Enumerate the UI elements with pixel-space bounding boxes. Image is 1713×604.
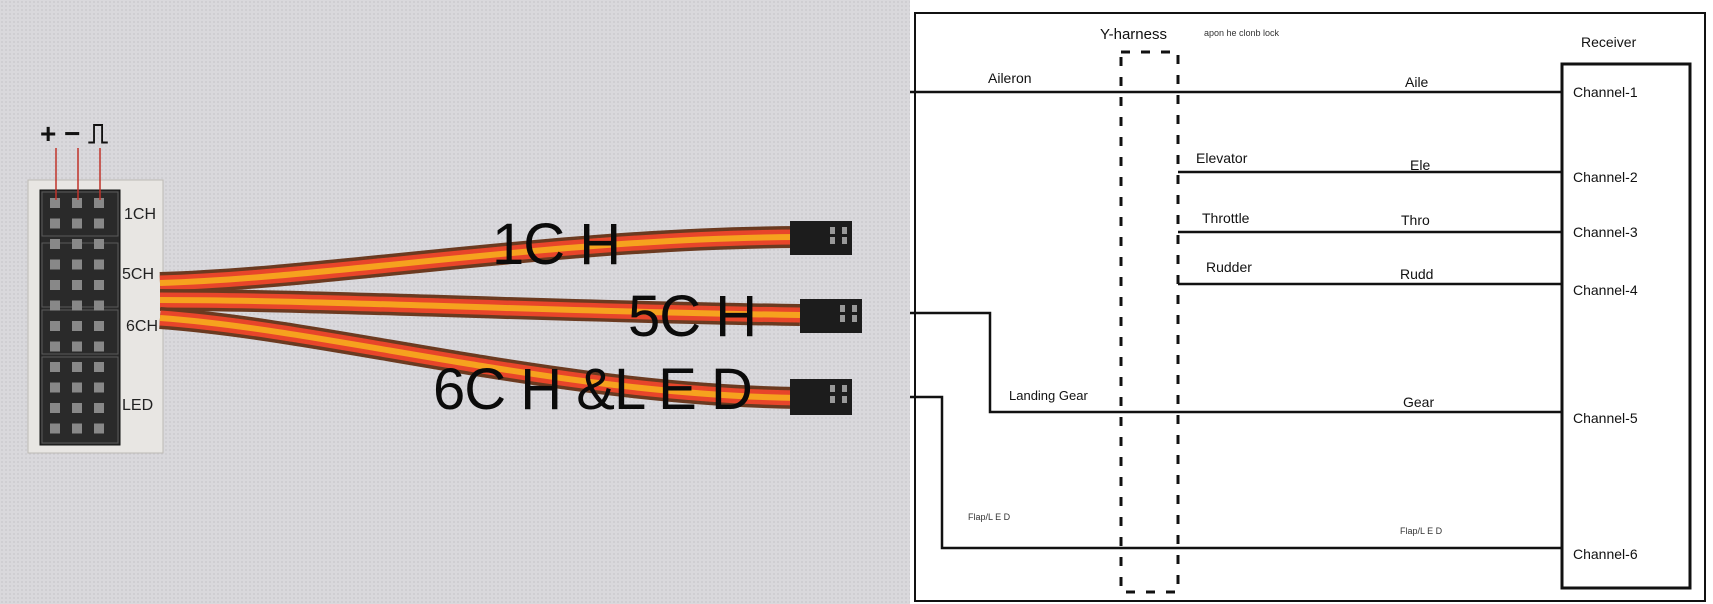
header-pin [72, 423, 82, 434]
header-pin [94, 239, 104, 249]
label-throttle: Throttle [1202, 210, 1250, 226]
harness-title: Y-harness [1100, 26, 1167, 43]
header-pin [94, 280, 104, 290]
pin-label-6ch: 6CH [126, 318, 159, 335]
label-flap-led-left: Flap/L E D [968, 512, 1011, 522]
header-pin [72, 382, 82, 393]
label-aileron: Aileron [988, 70, 1032, 86]
receiver-channel-6: Channel-6 [1573, 546, 1638, 562]
header-pin [94, 362, 104, 372]
label-rudder: Rudder [1206, 259, 1252, 275]
header-pin [50, 362, 60, 372]
wire-label-ele: Ele [1410, 157, 1431, 173]
header-pin [72, 403, 82, 413]
pin-label-5ch: 5CH [122, 266, 155, 283]
harness-note: apon he clonb lock [1204, 28, 1280, 38]
wire-label-rudd: Rudd [1400, 266, 1434, 282]
header-pin [50, 321, 60, 331]
y-harness-box [1119, 50, 1180, 594]
header-pin [72, 280, 82, 290]
wire-label-aile: Aile [1405, 74, 1429, 90]
header-pin [50, 423, 60, 434]
cable-5ch [159, 289, 801, 326]
diagram-lines [910, 12, 1706, 602]
header-pin [50, 403, 60, 413]
header-pin [72, 259, 82, 270]
polarity-leads [55, 148, 101, 200]
header-pins [50, 198, 104, 434]
receiver-box [1560, 62, 1692, 590]
header-pin [72, 239, 82, 249]
diagram-frame [914, 12, 1706, 602]
receiver-channel-5: Channel-5 [1573, 410, 1638, 426]
header-pin [72, 362, 82, 372]
header-pin [72, 341, 82, 352]
servo-connector-3 [790, 379, 852, 415]
header-pin [50, 198, 60, 208]
pin-label-led: LED [122, 397, 154, 414]
pin-header [39, 189, 121, 446]
cable-label-1ch: 1C H [492, 212, 621, 277]
header-pin [72, 218, 82, 229]
header-pin [50, 239, 60, 249]
header-pin [50, 280, 60, 290]
cable-6ch [159, 307, 801, 409]
header-pin [94, 403, 104, 413]
header-pin [72, 321, 82, 331]
header-pin [94, 300, 104, 311]
wiring-diagram: Y-harness apon he clonb lock Receiver Ai… [910, 0, 1713, 604]
header-pin [94, 423, 104, 434]
wire-channel-1 [910, 90, 1562, 94]
cable-1ch [159, 226, 801, 294]
header-pin [50, 259, 60, 270]
servo-connector-2 [800, 299, 862, 333]
header-pin [50, 341, 60, 352]
header-pin [94, 321, 104, 331]
header-pin [72, 300, 82, 311]
wire-label-gear: Gear [1403, 394, 1435, 410]
wire-label-thro: Thro [1401, 212, 1430, 228]
servo-connector-1 [790, 221, 852, 255]
receiver-channel-2: Channel-2 [1573, 169, 1638, 185]
receiver-channel-1: Channel-1 [1573, 84, 1638, 100]
polarity-symbols: + − ⎍ [40, 118, 108, 149]
photo-graphics [27, 148, 862, 454]
header-pin [94, 382, 104, 393]
header-pin [94, 198, 104, 208]
label-landing-gear: Landing Gear [1009, 388, 1088, 403]
wire-channel-6 [910, 395, 1562, 550]
header-pin [50, 300, 60, 311]
wire-label-flap-led: Flap/L E D [1400, 526, 1443, 536]
receiver-channel-3: Channel-3 [1573, 224, 1638, 240]
receiver-title: Receiver [1581, 34, 1637, 50]
pin-label-1ch: 1CH [124, 206, 157, 223]
board-photo: + − ⎍ 1CH 5CH 6CH LED 1C H 5C H 6C H &L … [0, 0, 910, 604]
header-pin [72, 198, 82, 208]
cable-label-6ch-led: 6C H &L E D [433, 357, 753, 422]
label-elevator: Elevator [1196, 150, 1248, 166]
header-pin [94, 341, 104, 352]
cable-label-5ch: 5C H [628, 284, 757, 349]
header-pin [94, 259, 104, 270]
header-pin [50, 218, 60, 229]
header-pin [94, 218, 104, 229]
wire-channel-5 [910, 311, 1562, 414]
header-pin [50, 382, 60, 393]
receiver-channel-4: Channel-4 [1573, 282, 1638, 298]
